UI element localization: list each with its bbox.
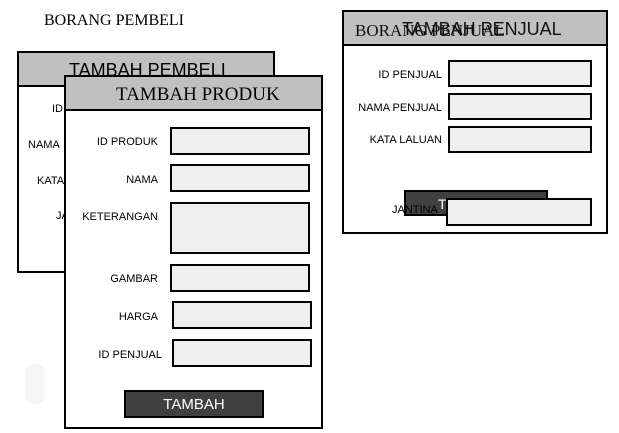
- label-harga: HARGA: [118, 311, 158, 323]
- tambah-produk-header: TAMBAH PRODUK: [66, 77, 321, 111]
- label-id-produk: ID PRODUK: [96, 136, 158, 148]
- borang-penjual-title: BORANG PENJUAL: [355, 21, 505, 40]
- label-nama: NAMA: [126, 174, 158, 186]
- label-nama-penjual: NAMA PENJUAL: [358, 102, 442, 114]
- label-penjual-id: ID PENJUAL: [378, 69, 442, 81]
- tambah-penjual-header-text: TAMBAH PENJUAL: [402, 19, 562, 39]
- label-keterangan: KETERANGAN: [82, 211, 158, 223]
- penjual-id-input[interactable]: [448, 60, 592, 87]
- gambar-input[interactable]: [170, 264, 310, 292]
- keterangan-textarea[interactable]: [170, 202, 310, 254]
- page-title: BORANG PEMBELI: [44, 12, 185, 29]
- tambah-produk-header-text: TAMBAH PRODUK: [116, 84, 280, 105]
- tambah-penjual-header: BORANG PENJUAL TAMBAH PENJUAL: [344, 12, 606, 46]
- id-produk-input[interactable]: [170, 127, 310, 155]
- penjual-tambah-button-label: T: [438, 196, 447, 212]
- nama-penjual-input[interactable]: [448, 93, 592, 120]
- jantina-input[interactable]: [446, 198, 592, 226]
- label-kata-laluan: KATA LALUAN: [369, 134, 442, 146]
- harga-input[interactable]: [172, 301, 312, 329]
- tambah-penjual-panel: BORANG PENJUAL TAMBAH PENJUAL ID PENJUAL…: [342, 10, 608, 234]
- tambah-produk-panel: TAMBAH PRODUK ID PRODUK NAMA KETERANGAN …: [64, 75, 323, 429]
- label-gambar: GAMBAR: [110, 273, 158, 285]
- pembeli-label-kata: KATA: [37, 175, 65, 187]
- label-jantina: JANTINA: [392, 204, 438, 216]
- pembeli-label-id: ID: [52, 103, 63, 115]
- nama-input[interactable]: [170, 164, 310, 192]
- id-penjual-input[interactable]: [172, 339, 312, 367]
- pembeli-label-nama: NAMA: [28, 139, 60, 151]
- kata-laluan-input[interactable]: [448, 126, 592, 153]
- faint-artifact: [25, 364, 45, 404]
- label-id-penjual: ID PENJUAL: [98, 349, 162, 361]
- tambah-button[interactable]: TAMBAH: [124, 390, 264, 418]
